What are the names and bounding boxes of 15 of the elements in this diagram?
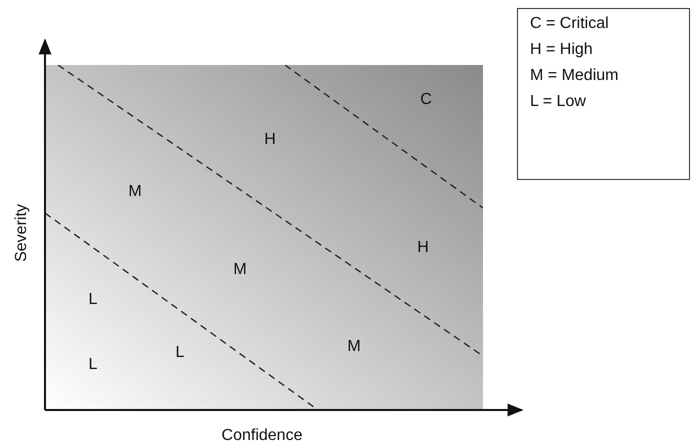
- axis-title: Confidence: [222, 427, 302, 445]
- risk-level-label: C: [420, 91, 432, 109]
- risk-level-label: M: [233, 261, 247, 279]
- legend-entry: L = Low: [530, 93, 586, 111]
- axis-title: Severity: [13, 204, 31, 262]
- legend-entry: M = Medium: [530, 67, 618, 85]
- risk-level-label: L: [88, 356, 98, 374]
- risk-level-label: H: [264, 131, 276, 149]
- risk-level-label: M: [128, 183, 142, 201]
- legend-entry: C = Critical: [530, 15, 609, 33]
- risk-level-label: L: [176, 344, 184, 362]
- risk-level-label: H: [417, 239, 429, 257]
- risk-level-label: L: [88, 291, 98, 309]
- risk-level-label: M: [347, 338, 361, 356]
- legend-entry: H = High: [530, 41, 593, 59]
